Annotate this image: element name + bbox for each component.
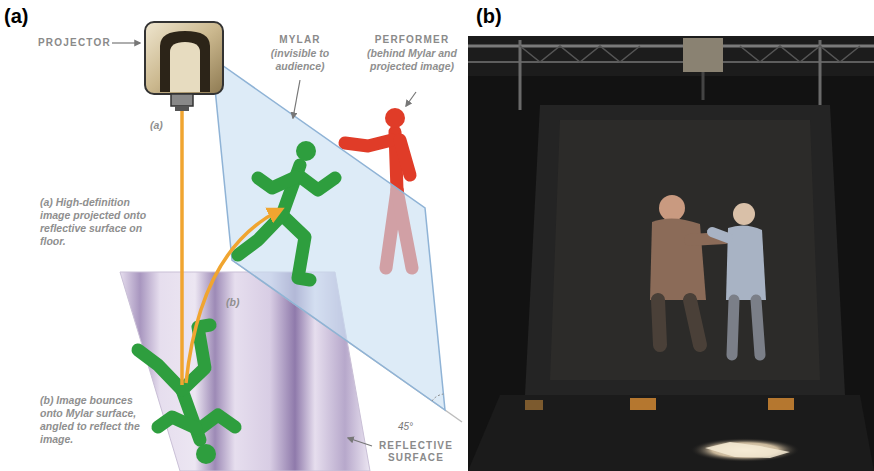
projected-figure (238, 141, 335, 280)
stage-photo (683, 38, 723, 72)
reflected-figure (138, 325, 235, 464)
part-name: MYLAR (255, 34, 345, 46)
light-bounce (186, 210, 280, 383)
projector-icon (170, 42, 200, 92)
part-note: (invisible to audience) (255, 47, 345, 72)
leader-arrow (406, 92, 416, 106)
stage-photo (690, 438, 800, 462)
stage-photo (468, 395, 874, 471)
stage-photo (468, 61, 874, 63)
stage-photo (819, 40, 822, 110)
angle-label: 45° (398, 421, 430, 433)
step-description: (b) Image bounces onto Mylar surface, an… (40, 394, 146, 447)
stage-photo (525, 400, 543, 410)
part-note: (behind Mylar and projected image) (362, 47, 462, 72)
stage-photo (468, 45, 874, 48)
part-name: PERFORMER (362, 34, 462, 46)
stage-photo (732, 300, 760, 355)
stage-photo (702, 72, 705, 100)
stage-photo (630, 398, 656, 410)
stage-photo (650, 218, 706, 300)
stage-photo (550, 120, 820, 380)
leader-arrow (112, 42, 140, 43)
stage-photo (768, 398, 794, 410)
performer-figure (345, 140, 392, 146)
stage-photo (468, 36, 874, 76)
stage-photo (658, 300, 700, 345)
performer-figure (400, 140, 410, 175)
leader-arrow (348, 438, 372, 446)
projector-icon (145, 22, 223, 94)
stage-photo (468, 36, 874, 471)
stage-photo (712, 232, 728, 238)
part-name: PROJECTOR (38, 37, 114, 49)
angle-mark (432, 394, 443, 401)
step-description: (a) High-definition image projected onto… (40, 196, 152, 249)
projector-icon (171, 94, 193, 106)
leader-arrow (112, 43, 416, 446)
projector-icon (145, 22, 223, 111)
stage-photo (705, 442, 790, 458)
panel-label: (b) (476, 4, 516, 28)
projector-icon (160, 31, 210, 92)
part-name: REFLECTIVE SURFACE (374, 440, 458, 464)
panel-label: (a) (4, 4, 44, 28)
light-beam (180, 111, 184, 385)
leader-arrow (293, 80, 300, 118)
stage-photo (659, 195, 685, 221)
stage-photo (733, 203, 755, 225)
stage-photo (519, 40, 522, 110)
step-marker: (a) (150, 119, 176, 132)
projector-icon (175, 106, 189, 111)
stage-photo (525, 105, 845, 395)
step-marker: (b) (226, 296, 252, 309)
performer-figure (385, 108, 405, 128)
stage-photo (468, 36, 874, 471)
